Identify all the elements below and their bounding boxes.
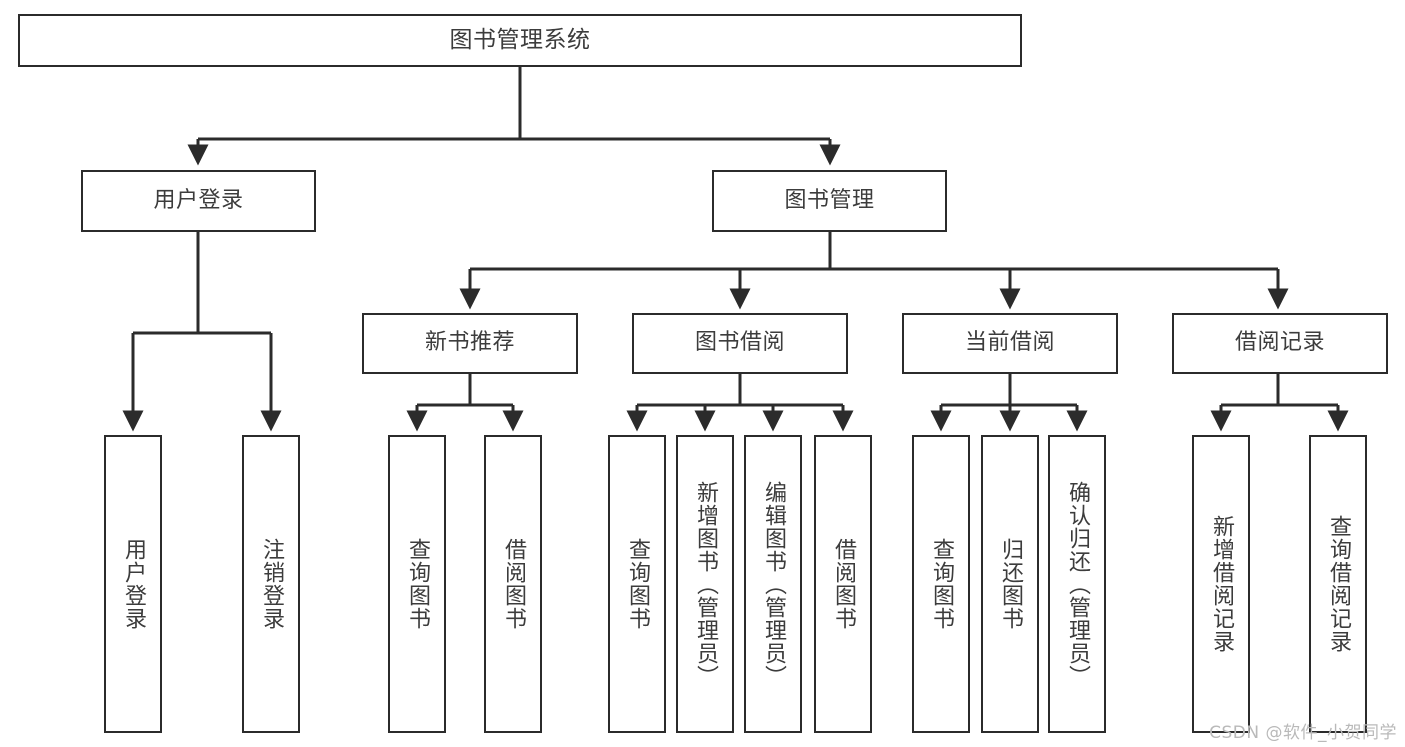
node-label: 新书推荐 <box>424 330 515 356</box>
node-label: 用户登录 <box>153 187 244 213</box>
node-label: 确认归还（管理员） <box>1064 480 1090 688</box>
node-label: 新增借阅记录 <box>1208 515 1234 653</box>
node-leaf-add-borrow-record[interactable]: 新增借阅记录 <box>1192 435 1250 733</box>
node-book-borrow[interactable]: 图书借阅 <box>632 313 848 374</box>
node-label: 用户登录 <box>120 538 146 630</box>
edges-userlogin-to-leaves <box>122 232 282 432</box>
edges-bookborrow-to-leaves <box>626 374 854 432</box>
node-new-book-recommend[interactable]: 新书推荐 <box>362 313 578 374</box>
node-label: 图书借阅 <box>694 330 785 356</box>
node-leaf-borrow-book[interactable]: 借阅图书 <box>814 435 872 733</box>
node-label: 图书管理系统 <box>449 26 591 53</box>
node-leaf-borrow-book-recommend[interactable]: 借阅图书 <box>484 435 542 733</box>
edges-records-to-leaves <box>1210 374 1349 432</box>
node-book-management[interactable]: 图书管理 <box>712 170 947 232</box>
node-label: 当前借阅 <box>964 330 1055 356</box>
node-leaf-query-book-current[interactable]: 查询图书 <box>912 435 970 733</box>
node-leaf-user-login[interactable]: 用户登录 <box>104 435 162 733</box>
node-label: 图书管理 <box>784 187 875 213</box>
node-label: 注销登录 <box>258 538 284 630</box>
node-leaf-return-book[interactable]: 归还图书 <box>981 435 1039 733</box>
edges-bookmgmt-to-level3 <box>459 232 1289 310</box>
node-label: 借阅图书 <box>500 538 526 630</box>
node-label: 编辑图书（管理员） <box>760 480 786 688</box>
node-label: 查询图书 <box>404 538 430 630</box>
node-label: 查询图书 <box>624 538 650 630</box>
edges-newbook-to-leaves <box>406 374 524 432</box>
node-label: 查询借阅记录 <box>1325 515 1351 653</box>
node-label: 查询图书 <box>928 538 954 630</box>
node-leaf-confirm-return-admin[interactable]: 确认归还（管理员） <box>1048 435 1106 733</box>
edges-root-to-level2 <box>187 67 841 166</box>
node-leaf-query-book-borrow[interactable]: 查询图书 <box>608 435 666 733</box>
node-label: 新增图书（管理员） <box>692 480 718 688</box>
node-root-system[interactable]: 图书管理系统 <box>18 14 1022 67</box>
node-leaf-query-book-recommend[interactable]: 查询图书 <box>388 435 446 733</box>
watermark-text: CSDN @软件_小贺同学 <box>1209 723 1397 743</box>
node-user-login[interactable]: 用户登录 <box>81 170 316 232</box>
node-leaf-query-borrow-record[interactable]: 查询借阅记录 <box>1309 435 1367 733</box>
node-borrow-records[interactable]: 借阅记录 <box>1172 313 1388 374</box>
node-label: 借阅记录 <box>1234 330 1325 356</box>
node-current-borrow[interactable]: 当前借阅 <box>902 313 1118 374</box>
node-label: 归还图书 <box>997 538 1023 630</box>
node-leaf-add-book-admin[interactable]: 新增图书（管理员） <box>676 435 734 733</box>
node-leaf-edit-book-admin[interactable]: 编辑图书（管理员） <box>744 435 802 733</box>
node-leaf-logout[interactable]: 注销登录 <box>242 435 300 733</box>
edges-currentborrow-to-leaves <box>930 374 1088 432</box>
node-label: 借阅图书 <box>830 538 856 630</box>
